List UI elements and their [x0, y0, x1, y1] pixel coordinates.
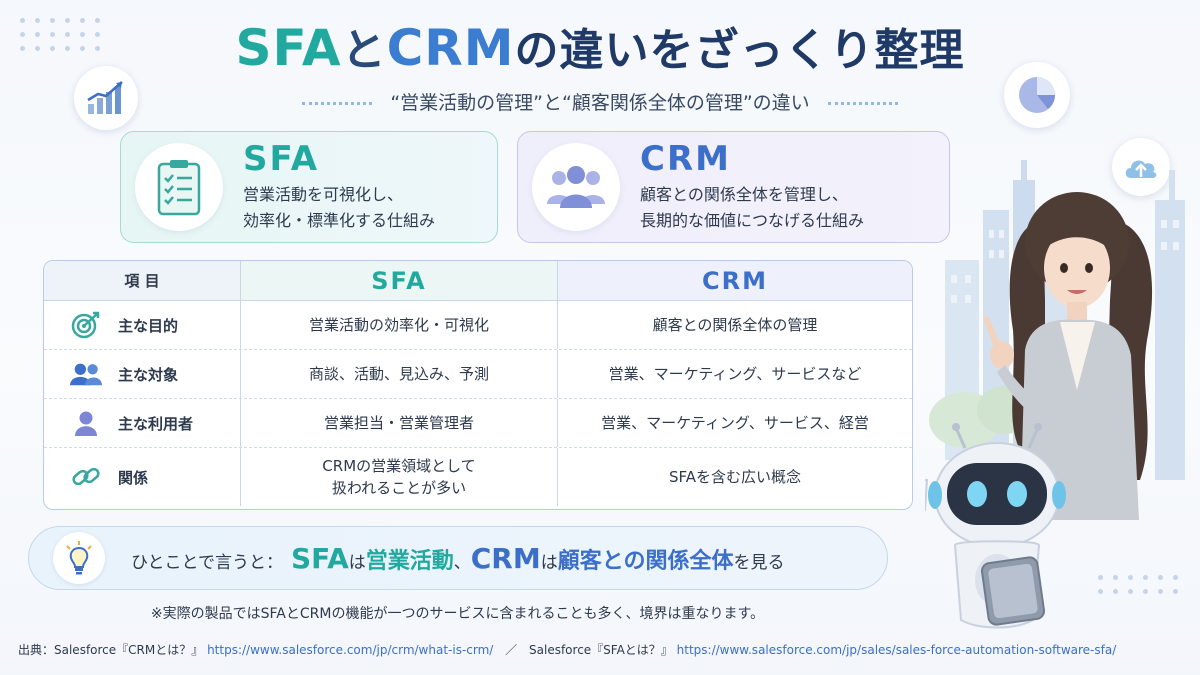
sfa-card-name: SFA	[243, 139, 320, 179]
cloud-upload-icon	[1112, 138, 1170, 196]
row-label: 主な利用者	[118, 414, 194, 433]
lightbulb-icon	[53, 532, 105, 584]
row-crm-value: 営業、マーケティング、サービスなど	[608, 365, 862, 383]
subtitle-divider-left	[302, 102, 373, 105]
page-title: SFAとCRMの違いをざっくり整理	[0, 14, 1200, 78]
link-icon	[70, 463, 102, 491]
summary-lead: ひとことで言うと：	[131, 552, 283, 573]
header-sfa: SFA	[241, 261, 558, 300]
row-sfa-value: CRMの営業領域として 扱われることが多い	[241, 448, 558, 506]
row-crm-value: 顧客との関係全体の管理	[652, 316, 818, 334]
sfa-card-desc-line1: 営業活動を可視化し、	[243, 185, 404, 204]
person-icon	[70, 409, 102, 437]
subtitle: “営業活動の管理”と“顧客関係全体の管理”の違い	[0, 88, 1200, 115]
sfa-definition-card: SFA 営業活動を可視化し、 効率化・標準化する仕組み	[120, 131, 498, 243]
source-link-crm[interactable]: https://www.salesforce.com/jp/crm/what-i…	[207, 643, 494, 657]
summary-tail: を見る	[733, 552, 785, 573]
row-sfa-value: 商談、活動、見込み、予測	[241, 350, 558, 398]
subtitle-text: “営業活動の管理”と“顧客関係全体の管理”の違い	[390, 92, 810, 114]
summary-banner: ひとことで言うと：SFAは営業活動、CRMは顧客との関係全体を見る	[28, 526, 888, 590]
illustration-scene	[915, 150, 1200, 675]
table-header-row: 項 目 SFA CRM	[44, 261, 912, 301]
summary-ha1: は	[348, 552, 366, 573]
summary-crm-object: 顧客との関係全体	[557, 548, 734, 574]
source-citation: 出典：Salesforce『CRMとは？』 https://www.salesf…	[18, 641, 1116, 658]
pie-chart-icon	[1004, 62, 1070, 128]
summary-sfa: SFA	[290, 541, 349, 575]
clipboard-checklist-icon	[135, 143, 223, 231]
summary-sfa-object: 営業活動	[365, 548, 454, 574]
table-row: 関係 CRMの営業領域として 扱われることが多い SFAを含む広い概念	[44, 448, 912, 506]
source-separator: ／	[505, 643, 518, 657]
target-icon	[70, 311, 102, 339]
table-row: 主な対象 商談、活動、見込み、予測 営業、マーケティング、サービスなど	[44, 350, 912, 399]
comparison-table: 項 目 SFA CRM 主な目的 営業活動の効率化・可視化 顧客との関係全体の管…	[43, 260, 913, 510]
header-crm: CRM	[558, 261, 912, 300]
crm-card-name: CRM	[640, 139, 731, 179]
row-crm-value: SFAを含む広い概念	[668, 468, 802, 486]
title-sfa: SFA	[235, 19, 342, 77]
crm-definition-card: CRM 顧客との関係全体を管理し、 長期的な価値につなげる仕組み	[517, 131, 950, 243]
title-rest: の違いをざっくり整理	[514, 25, 965, 76]
row-sfa-value: 営業担当・営業管理者	[241, 399, 558, 447]
bar-chart-icon	[74, 66, 138, 130]
summary-crm: CRM	[470, 541, 541, 575]
crm-card-desc-line2: 長期的な価値につなげる仕組み	[640, 211, 865, 230]
row-sfa-value-line1: CRMの営業領域として	[322, 457, 476, 475]
title-crm: CRM	[386, 19, 515, 77]
title-to: と	[341, 25, 387, 76]
source-label-sfa: Salesforce『SFAとは？』	[529, 643, 673, 657]
row-sfa-value-line2: 扱われることが多い	[331, 479, 467, 497]
table-row: 主な利用者 営業担当・営業管理者 営業、マーケティング、サービス、経営	[44, 399, 912, 448]
summary-text: ひとことで言うと：SFAは営業活動、CRMは顧客との関係全体を見る	[131, 542, 785, 575]
table-row: 主な目的 営業活動の効率化・可視化 顧客との関係全体の管理	[44, 301, 912, 350]
row-sfa-value: 営業活動の効率化・可視化	[241, 301, 558, 349]
city-skyline-illustration	[915, 160, 1185, 629]
row-label: 主な対象	[118, 365, 179, 384]
subtitle-divider-right	[827, 102, 898, 105]
footnote: ※実際の製品ではSFAとCRMの機能が一つのサービスに含まれることも多く、境界は…	[150, 606, 765, 622]
header-item: 項 目	[44, 261, 241, 300]
summary-comma: 、	[453, 552, 471, 573]
crm-card-desc-line1: 顧客との関係全体を管理し、	[640, 185, 848, 204]
user-group-icon	[532, 143, 620, 231]
source-link-sfa[interactable]: https://www.salesforce.com/jp/sales/sale…	[676, 643, 1117, 657]
source-prefix: 出典：Salesforce『CRMとは？』	[18, 643, 204, 657]
decorative-dots-right	[1098, 575, 1179, 594]
sfa-card-desc-line2: 効率化・標準化する仕組み	[243, 211, 436, 230]
users-icon	[70, 360, 102, 388]
summary-ha2: は	[540, 552, 558, 573]
row-label: 主な目的	[118, 316, 179, 335]
row-label: 関係	[118, 468, 149, 487]
decorative-dots-left	[20, 18, 101, 51]
row-crm-value: 営業、マーケティング、サービス、経営	[601, 414, 869, 432]
